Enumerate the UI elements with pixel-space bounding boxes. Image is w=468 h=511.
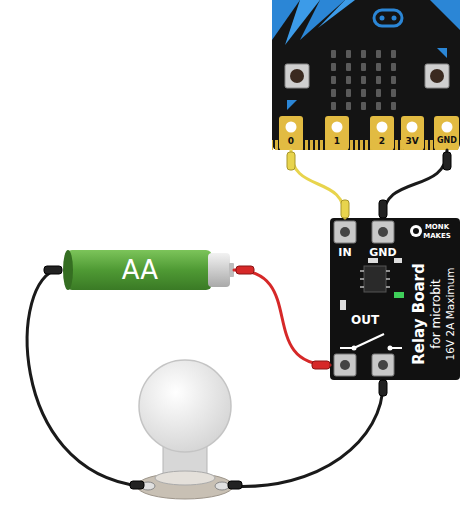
led [391, 76, 396, 84]
led [361, 63, 366, 71]
wire [291, 150, 345, 218]
battery: AA [62, 250, 234, 290]
led [361, 102, 366, 110]
relay-board: IN GND OUT Relay Boardfor microbit16V 2A Ma… [330, 218, 460, 380]
led [376, 89, 381, 97]
led [361, 50, 366, 58]
terminal-label: OUT [351, 314, 379, 326]
terminal-label: GND [369, 247, 396, 258]
clip-set [44, 152, 451, 489]
logo-text: MAKES [423, 233, 451, 240]
lamp-wires [27, 270, 383, 486]
battery-label: AA [122, 257, 158, 283]
terminal-label: IN [338, 247, 351, 258]
led [346, 50, 351, 58]
led [331, 102, 336, 110]
pin-label: 1 [334, 137, 340, 146]
led [346, 102, 351, 110]
led [391, 63, 396, 71]
led [376, 63, 381, 71]
microbit-board [272, 0, 460, 150]
aa-battery [63, 250, 234, 290]
led [391, 50, 396, 58]
pin-label: 0 [288, 137, 294, 146]
relay-board [330, 218, 460, 380]
led [361, 89, 366, 97]
led [331, 76, 336, 84]
led [376, 76, 381, 84]
lamp [137, 360, 233, 499]
led [391, 102, 396, 110]
led [376, 102, 381, 110]
pin-label: 2 [379, 137, 385, 146]
led [331, 89, 336, 97]
wire [234, 270, 330, 365]
led [376, 50, 381, 58]
led [346, 63, 351, 71]
led [346, 76, 351, 84]
microbit: 0 1 2 3V GND [272, 0, 460, 150]
led [391, 89, 396, 97]
pin-label: 3V [405, 137, 418, 146]
logo-text: MONK [425, 224, 449, 231]
led [331, 50, 336, 58]
led [331, 63, 336, 71]
pin-label: GND [437, 137, 457, 145]
board-subtitle: for microbit [430, 279, 442, 349]
board-name: Relay Board [412, 263, 427, 365]
led [346, 89, 351, 97]
led [361, 76, 366, 84]
wire [383, 150, 447, 218]
rating: 16V 2A Maximum [445, 268, 456, 361]
